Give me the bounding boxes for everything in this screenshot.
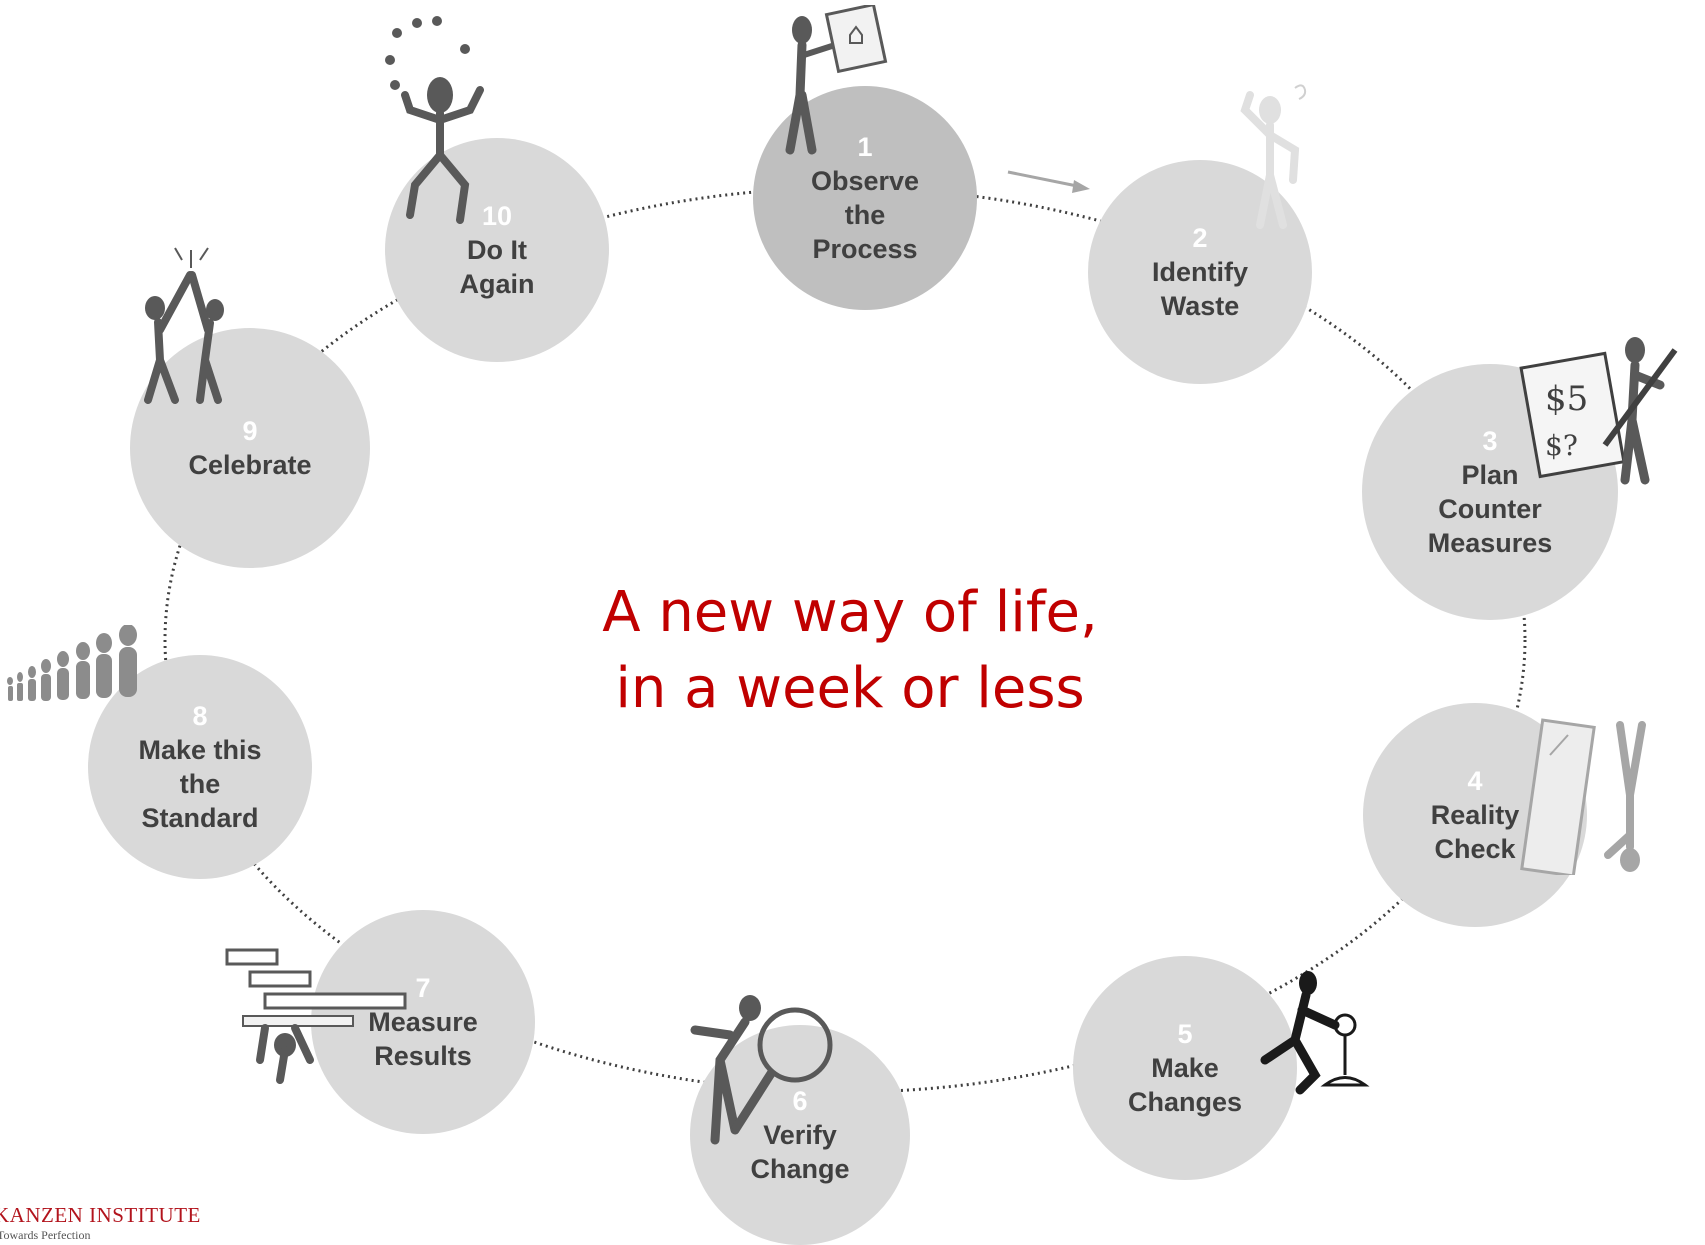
step-label: Celebrate — [188, 450, 312, 480]
step-number: 4 — [1467, 766, 1483, 796]
person-pushing-lever-icon — [1260, 971, 1370, 1095]
direction-arrow-icon — [1007, 170, 1090, 193]
step-number: 8 — [192, 701, 208, 731]
step-label: Reality Check — [1430, 800, 1520, 864]
logo-tagline: Towards Perfection — [0, 1228, 91, 1242]
person-lifting-measuring-bars-icon — [225, 948, 407, 1084]
kanzen-logo: KANZEN INSTITUTE Towards Perfection — [0, 1203, 201, 1243]
step-label: Make Changes — [1127, 1053, 1243, 1117]
tagline-line-2: in a week or less — [615, 656, 1085, 721]
step-label: Measure Results — [368, 1007, 478, 1071]
step-circle-5: 5 Make Changes — [1073, 956, 1297, 1180]
juggling-person-icon — [385, 16, 484, 224]
step-number: 9 — [242, 416, 258, 446]
tagline: A new way of life, in a week or less — [430, 575, 1270, 727]
svg-text:$5: $5 — [1545, 379, 1588, 419]
step-label: Do It Again — [459, 235, 535, 299]
logo-name: KANZEN INSTITUTE — [0, 1203, 201, 1227]
step-label: Plan Counter Measures — [1427, 460, 1553, 558]
step-circle-9: 9 Celebrate — [130, 328, 370, 568]
person-drawing-on-chart-icon: $5 $? — [1519, 337, 1678, 485]
person-with-magnifier-icon — [690, 995, 833, 1145]
tagline-line-1: A new way of life, — [602, 580, 1098, 645]
high-five-people-icon — [144, 247, 224, 404]
step-label: Identify Waste — [1151, 257, 1248, 321]
step-label: Verify Change — [750, 1120, 850, 1184]
row-of-people-icon — [7, 625, 137, 701]
step-label: Make this the Standard — [138, 735, 262, 833]
step-circle-6: 6 Verify Change — [690, 1025, 910, 1245]
svg-text:$?: $? — [1545, 429, 1578, 462]
step-number: 6 — [792, 1086, 808, 1116]
mirror-with-reflection-icon — [1520, 718, 1646, 875]
step-number: 2 — [1192, 223, 1208, 253]
step-number: 1 — [857, 132, 873, 162]
step-number: 10 — [481, 201, 513, 231]
step-number: 5 — [1177, 1019, 1193, 1049]
step-number: 7 — [415, 973, 431, 1003]
observer-holding-diagram-icon — [785, 5, 888, 155]
puzzled-person-icon — [1240, 84, 1307, 229]
step-number: 3 — [1482, 426, 1498, 456]
step-label: Observe the Process — [810, 166, 920, 264]
